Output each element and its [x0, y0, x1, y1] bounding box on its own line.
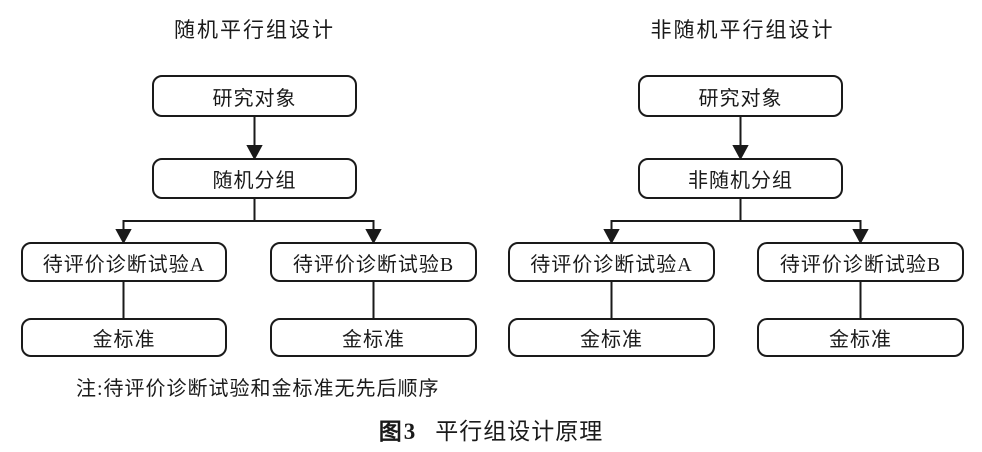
left-branch-a-arrowhead — [115, 229, 132, 245]
left-gold-standard-a-node: 金标准 — [21, 318, 227, 357]
right-test-b-node: 待评价诊断试验B — [757, 242, 964, 282]
figure-caption: 图3 平行组设计原理 — [0, 412, 982, 446]
right-gold-standard-b-node: 金标准 — [757, 318, 964, 357]
right-test-a-node: 待评价诊断试验A — [508, 242, 715, 282]
right-branch-b-arrowhead — [852, 229, 869, 245]
right-gold-standard-a-node: 金标准 — [508, 318, 715, 357]
right-branch-a-arrowhead — [603, 229, 620, 245]
figure-caption-label: 图3 — [378, 419, 418, 444]
left-test-a-node: 待评价诊断试验A — [21, 242, 227, 282]
right-arrowhead — [732, 145, 749, 161]
right-chart-title: 非随机平行组设计 — [650, 18, 835, 42]
left-arrowhead — [246, 145, 263, 161]
left-gold-standard-b-node: 金标准 — [270, 318, 477, 357]
figure-note: 注:待评价诊断试验和金标准无先后顺序 — [76, 378, 440, 400]
left-branch-b-arrowhead — [365, 229, 382, 245]
figure-caption-text: 平行组设计原理 — [435, 419, 604, 444]
right-grouping-node: 非随机分组 — [638, 158, 843, 199]
left-subjects-node: 研究对象 — [152, 75, 357, 117]
right-subjects-node: 研究对象 — [638, 75, 843, 117]
left-grouping-node: 随机分组 — [152, 158, 357, 199]
left-test-b-node: 待评价诊断试验B — [270, 242, 477, 282]
left-chart-title: 随机平行组设计 — [174, 18, 335, 42]
